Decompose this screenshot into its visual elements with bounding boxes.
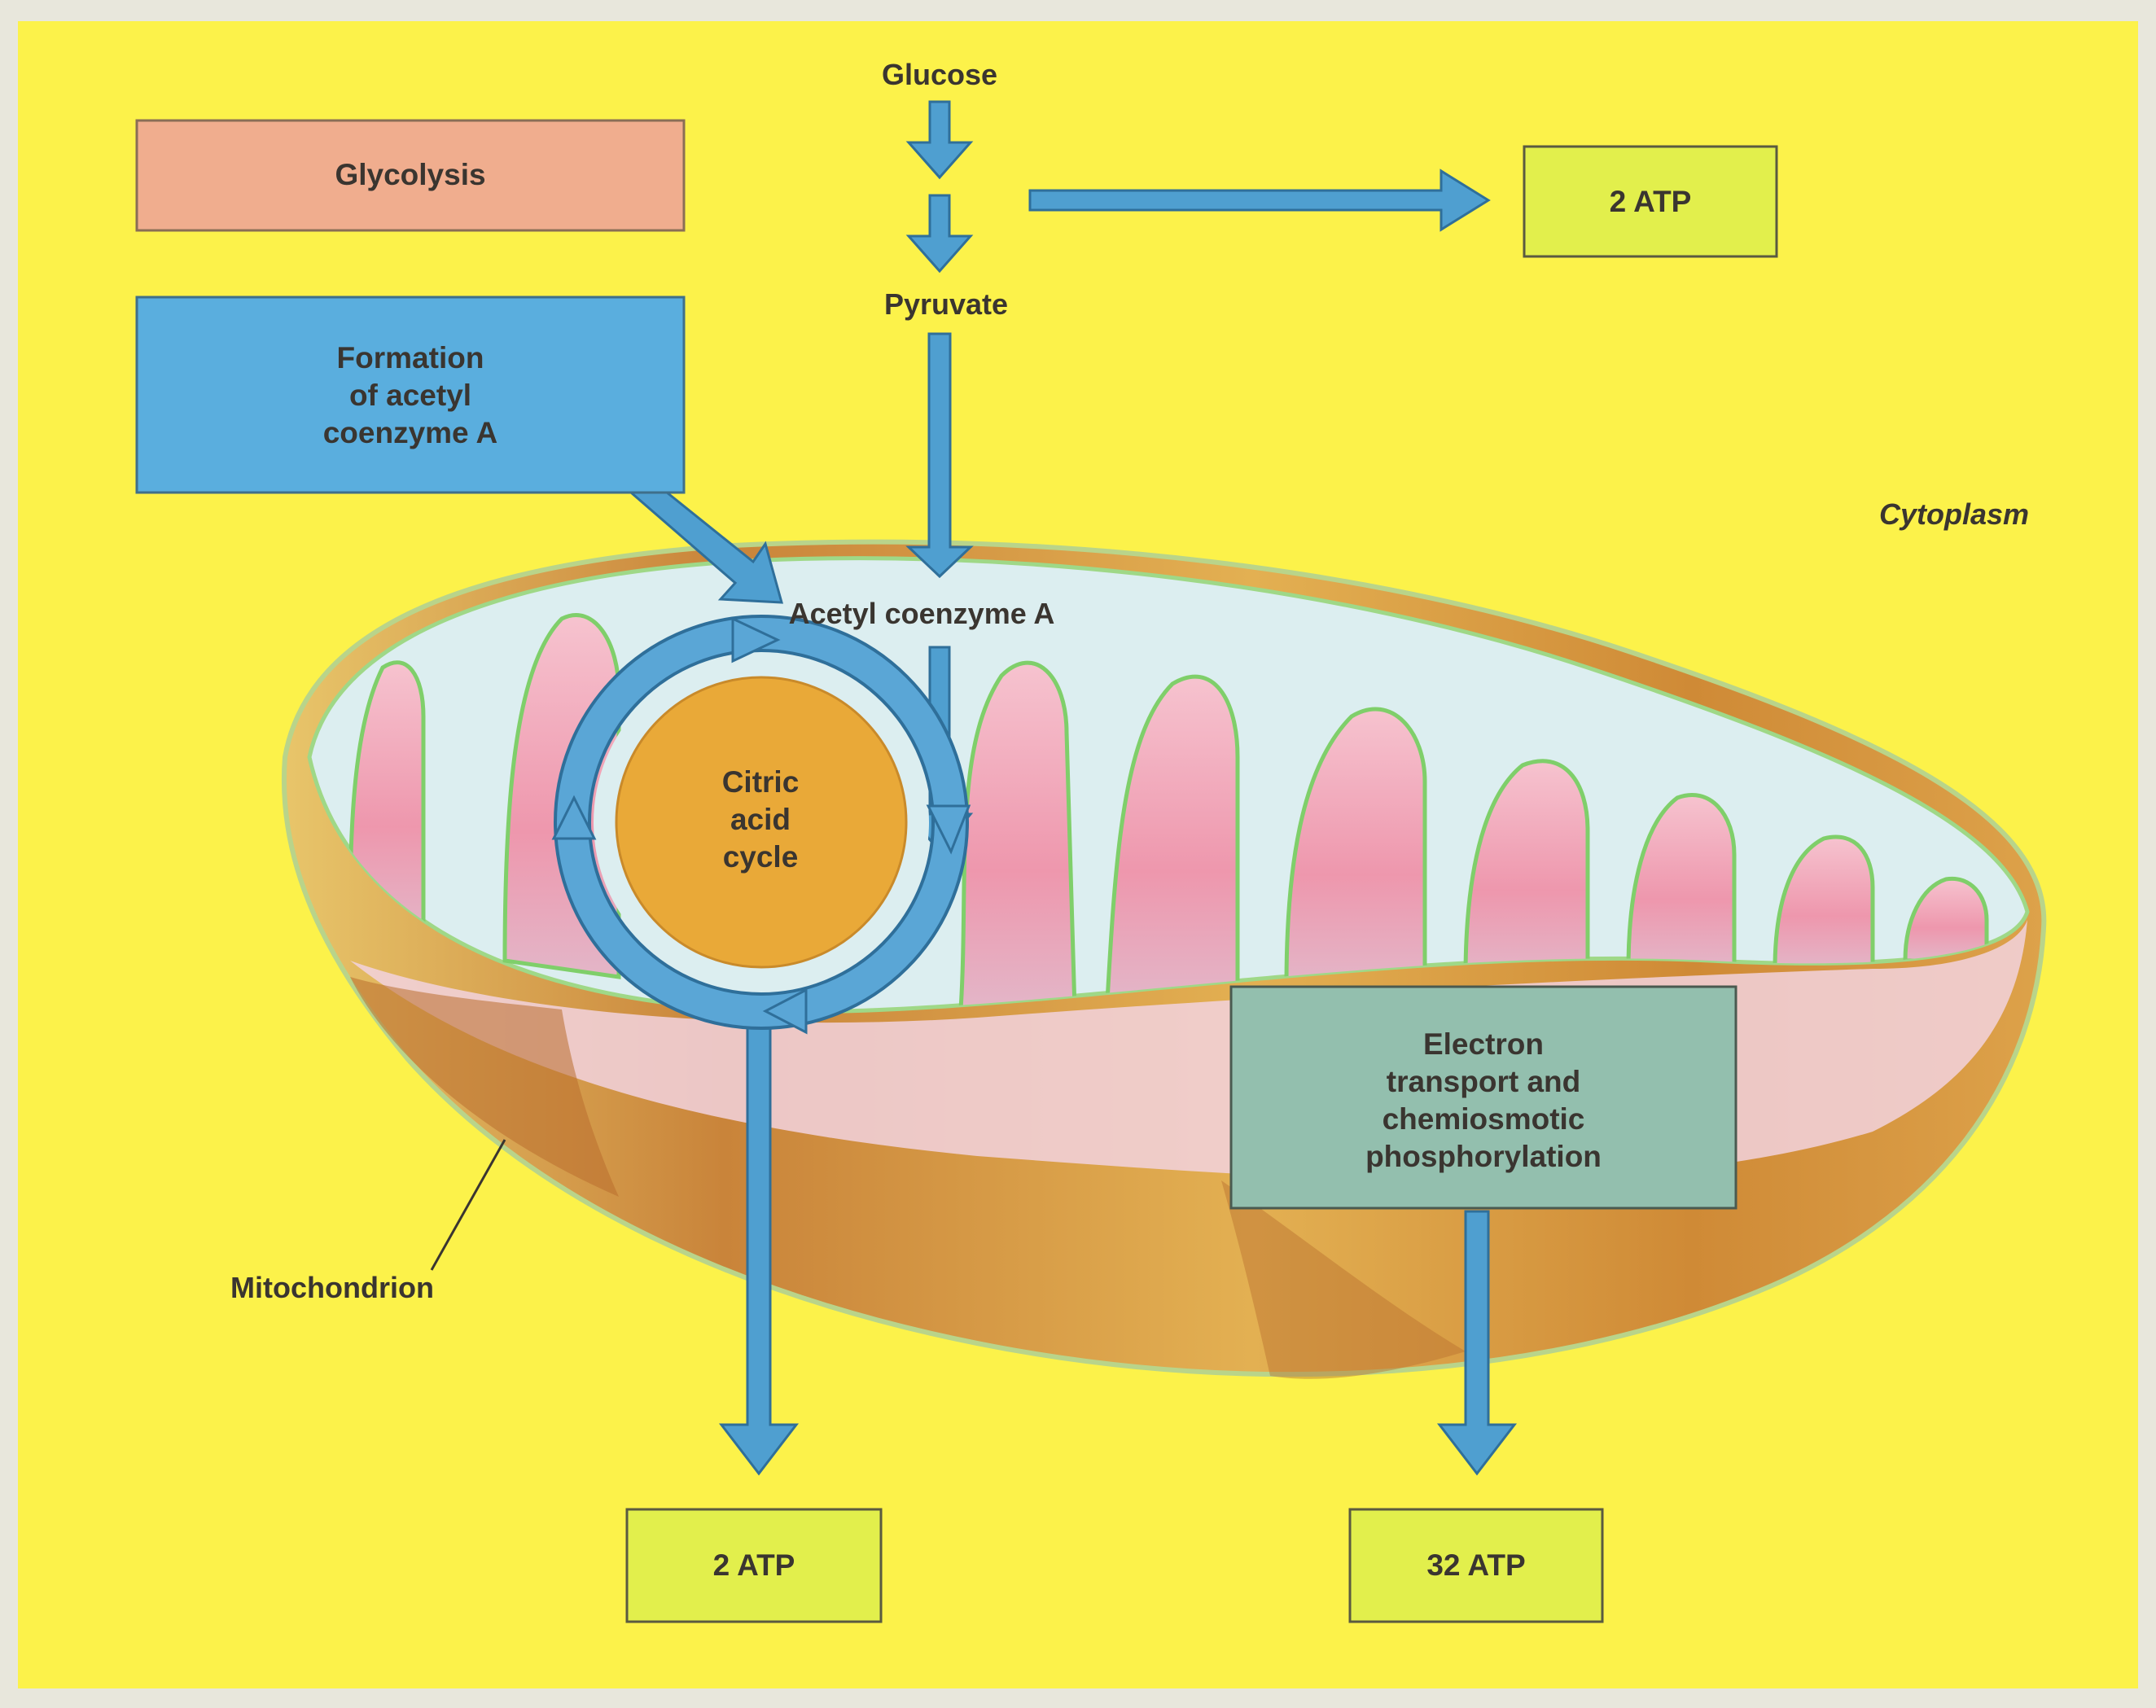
glycolysis-label: Glycolysis (335, 158, 485, 191)
electron-atp-label: 32 ATP (1426, 1548, 1525, 1582)
pyruvate-label: Pyruvate (884, 287, 1008, 321)
electron-label-line-4: phosphorylation (1365, 1140, 1602, 1173)
glucose-label: Glucose (882, 58, 997, 91)
electron-label-line-1: Electron (1423, 1027, 1544, 1061)
formation-label-line-3: coenzyme A (323, 416, 498, 449)
formation-label-line-2: of acetyl (349, 379, 471, 412)
formation-label-line-1: Formation (337, 341, 484, 374)
glycolysis-atp-label: 2 ATP (1610, 185, 1692, 218)
acetyl-coa-label: Acetyl coenzyme A (789, 597, 1055, 630)
cytoplasm-label: Cytoplasm (1879, 497, 2029, 531)
citric-label-line-2: acid (730, 803, 791, 836)
citric-atp-label: 2 ATP (713, 1548, 795, 1582)
citric-label-line-1: Citric (722, 765, 800, 799)
mitochondrion-label: Mitochondrion (230, 1271, 434, 1304)
electron-label-line-2: transport and (1387, 1065, 1580, 1098)
citric-label-line-3: cycle (723, 840, 799, 874)
electron-label-line-3: chemiosmotic (1383, 1102, 1585, 1136)
